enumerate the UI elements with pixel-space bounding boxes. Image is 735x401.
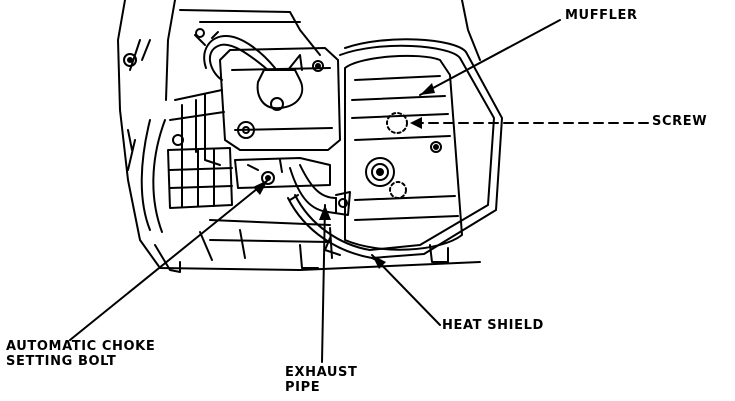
- muffler-label-text: MUFFLER: [565, 8, 638, 23]
- choke-leader: [69, 179, 269, 341]
- leader-arrowheads: [253, 83, 435, 269]
- exhaust-label-line1: EXHAUST: [285, 365, 358, 380]
- exhaust-pipe-label: EXHAUST PIPE: [285, 365, 357, 395]
- screw-arrowhead: [410, 117, 422, 129]
- exhaust-leader: [321, 204, 326, 363]
- heat-shield-label: HEAT SHIELD: [442, 318, 544, 333]
- choke-bolt-area: [234, 157, 331, 189]
- screw-label: SCREW: [652, 114, 707, 129]
- generator-frame: [117, 0, 481, 273]
- leader-lines: [69, 19, 649, 363]
- muffler-leader: [419, 19, 561, 96]
- exhaust-arrowhead: [319, 205, 331, 220]
- choke-label-line1: AUTOMATIC CHOKE: [6, 339, 156, 354]
- spark-plug-cap: [203, 35, 304, 111]
- heat-shield-leader: [371, 254, 441, 326]
- air-cleaner: [140, 119, 333, 261]
- muffler-arrowhead: [420, 83, 435, 95]
- muffler-body: [344, 54, 463, 251]
- cylinder-head: [169, 47, 341, 166]
- muffler-label: MUFFLER: [565, 8, 638, 23]
- heat-shield-arrowhead: [372, 255, 386, 269]
- choke-arrowhead: [253, 180, 268, 195]
- choke-label-line2: SETTING BOLT: [6, 354, 117, 369]
- screw-label-text: SCREW: [652, 114, 708, 129]
- exhaust-label-line2: PIPE: [285, 380, 321, 395]
- automatic-choke-setting-bolt-label: AUTOMATIC CHOKE SETTING BOLT: [6, 339, 155, 369]
- heat-shield-label-text: HEAT SHIELD: [442, 318, 544, 333]
- exhaust-pipe: [289, 164, 351, 216]
